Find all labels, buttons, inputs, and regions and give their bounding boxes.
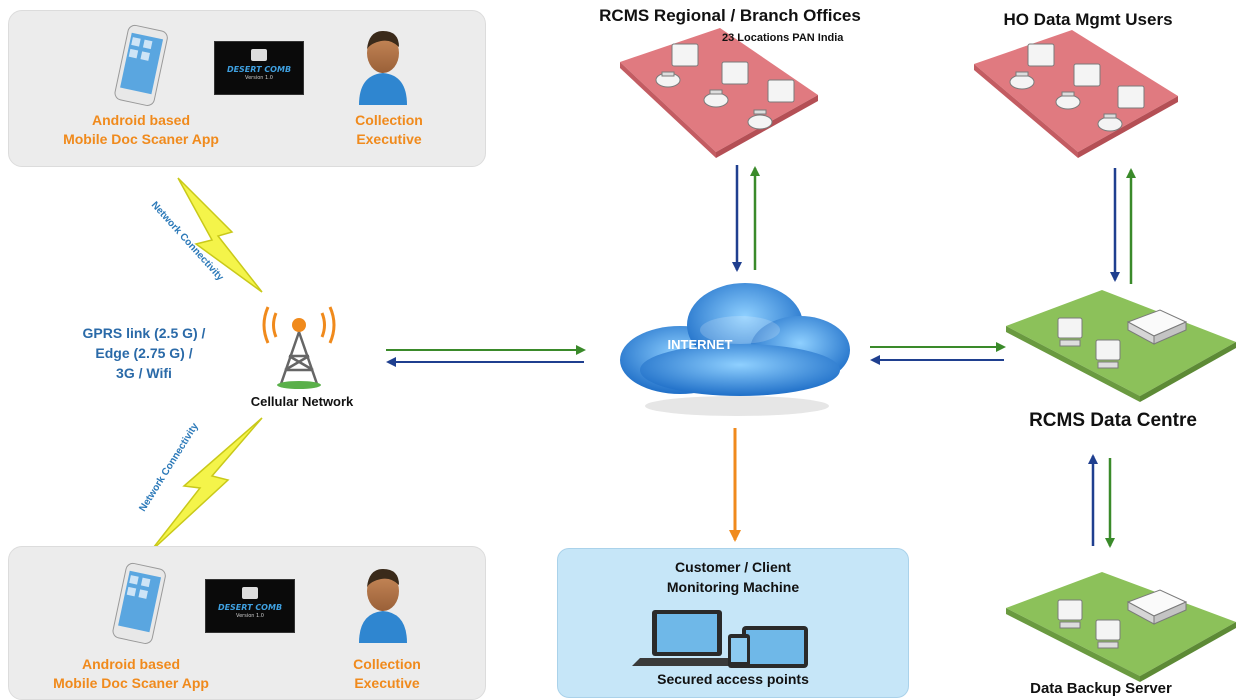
- gprs-label: GPRS link (2.5 G) / Edge (2.75 G) / 3G /…: [44, 323, 244, 383]
- internet-label: INTERNET: [667, 337, 733, 352]
- regional-subtitle: 23 Locations PAN India: [722, 32, 844, 44]
- scanner-icon: [251, 49, 267, 61]
- app-label-line2: Mobile Doc Scaner App: [63, 131, 219, 147]
- desert-comb-logo: DESERT COMB Version 1.0: [214, 41, 304, 95]
- backup-servers-icon: [1057, 589, 1188, 649]
- executive-label-line2: Executive: [354, 675, 420, 691]
- desert-comb-logo: DESERT COMB Version 1.0: [205, 579, 295, 633]
- person-icon: [359, 31, 407, 105]
- logo-name: DESERT COMB: [217, 603, 283, 612]
- regional-title: RCMS Regional / Branch Offices: [599, 6, 861, 25]
- executive-label-line1: Collection: [355, 112, 423, 128]
- ho-workstations-icon: [1009, 43, 1145, 132]
- lightning-bolt-bottom-icon: [149, 417, 263, 553]
- backup-platform: [1006, 572, 1236, 682]
- bottom-mobile-panel: DESERT COMB Version 1.0 Android based Mo…: [8, 546, 486, 700]
- smartphone-icon: [112, 562, 166, 644]
- person-icon: [359, 569, 407, 643]
- app-label: Android based Mobile Doc Scaner App: [41, 111, 241, 149]
- logo-name: DESERT COMB: [226, 65, 292, 74]
- lightning-bolt-top-icon: [177, 177, 263, 293]
- backup-server-title: Data Backup Server: [1030, 680, 1172, 697]
- executive-label-line1: Collection: [353, 656, 421, 672]
- data-centre-title: RCMS Data Centre: [1029, 410, 1197, 431]
- app-label-line2: Mobile Doc Scaner App: [53, 675, 209, 691]
- client-line1: Customer / Client: [675, 559, 791, 575]
- datacentre-servers-icon: [1057, 309, 1188, 369]
- ho-users-platform: [974, 30, 1178, 158]
- gprs-line1: GPRS link (2.5 G) /: [82, 325, 206, 341]
- cellular-network-label: Cellular Network: [250, 394, 354, 409]
- top-mobile-panel: DESERT COMB Version 1.0 Android based Mo…: [8, 10, 486, 167]
- regional-workstations-icon: [655, 43, 795, 130]
- gprs-line2: Edge (2.75 G) /: [95, 345, 193, 361]
- client-line2: Monitoring Machine: [666, 579, 800, 595]
- executive-label-line2: Executive: [356, 131, 422, 147]
- app-label-line1: Android based: [91, 112, 190, 128]
- client-footer: Secured access points: [657, 671, 809, 687]
- executive-label: Collection Executive: [329, 111, 449, 149]
- logo-version: Version 1.0: [245, 75, 273, 81]
- executive-label: Collection Executive: [327, 655, 447, 693]
- cellular-tower-icon: [262, 306, 336, 389]
- client-monitoring-box: Customer / Client Monitoring Machine Sec…: [557, 548, 909, 698]
- app-label: Android based Mobile Doc Scaner App: [31, 655, 231, 693]
- gprs-line3: 3G / Wifi: [116, 365, 172, 381]
- datacentre-platform: [1006, 290, 1236, 402]
- scanner-icon: [242, 587, 258, 599]
- smartphone-icon: [114, 24, 168, 106]
- logo-version: Version 1.0: [236, 613, 264, 619]
- internet-cloud-icon: [620, 283, 850, 416]
- ho-users-title: HO Data Mgmt Users: [1003, 10, 1173, 29]
- app-label-line1: Android based: [81, 656, 180, 672]
